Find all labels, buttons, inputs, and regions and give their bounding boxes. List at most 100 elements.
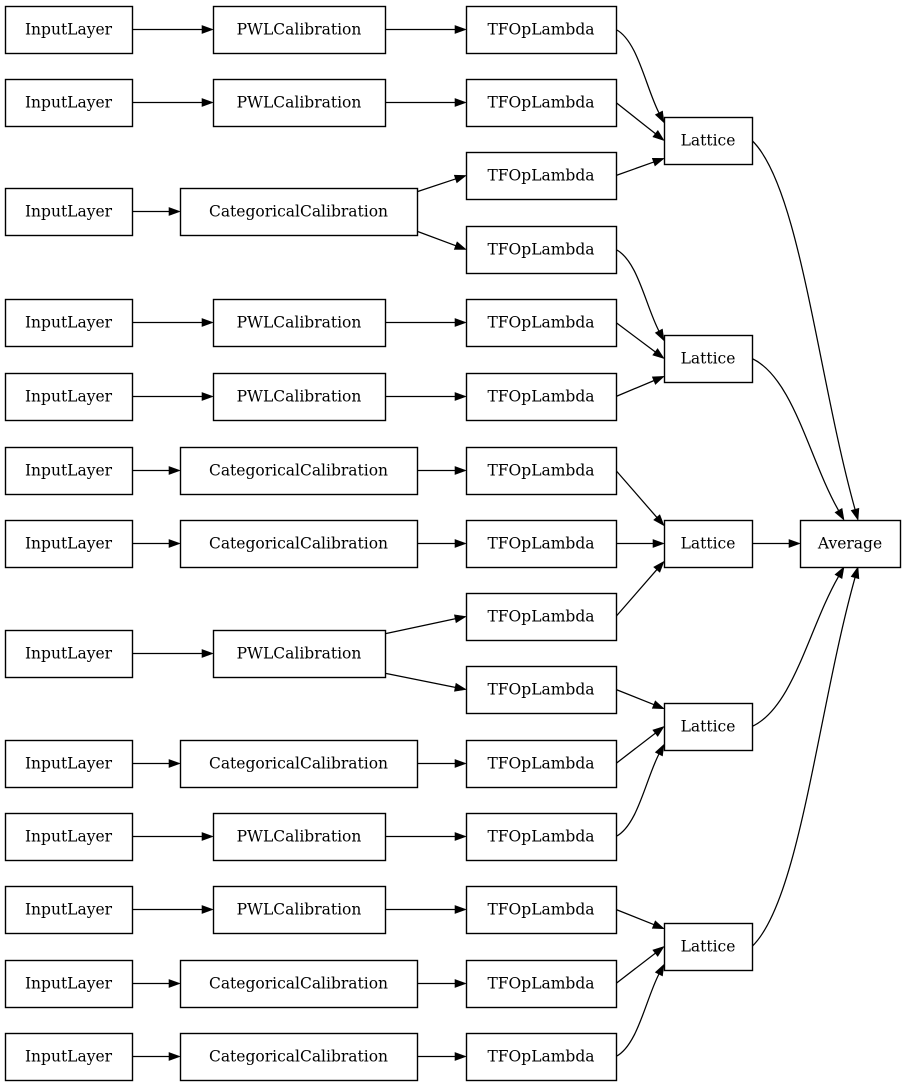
arrowhead-icon [453, 241, 467, 250]
arrowhead-icon [454, 539, 467, 548]
edge-line [615, 470, 658, 518]
node-lam4[interactable]: TFOpLambda [465, 225, 618, 275]
node-in7[interactable]: InputLayer [4, 519, 134, 569]
node-label: Lattice [681, 718, 736, 736]
node-box [465, 739, 618, 789]
node-cal10[interactable]: PWLCalibration [212, 812, 387, 862]
node-in1[interactable]: InputLayer [4, 5, 134, 55]
node-label: InputLayer [25, 314, 113, 332]
edge-line [615, 569, 658, 617]
node-box [4, 187, 134, 237]
node-cal12[interactable]: CategoricalCalibration [179, 959, 419, 1009]
node-box [4, 298, 134, 348]
node-lam14[interactable]: TFOpLambda [465, 959, 618, 1009]
arrowhead-icon [168, 207, 181, 216]
node-in9[interactable]: InputLayer [4, 739, 134, 789]
node-label: TFOpLambda [487, 901, 594, 919]
node-lam13[interactable]: TFOpLambda [465, 885, 618, 935]
arrowhead-icon [454, 392, 467, 401]
node-box [179, 187, 419, 237]
node-box [465, 225, 618, 275]
node-lam10[interactable]: TFOpLambda [465, 665, 618, 715]
node-lam15[interactable]: TFOpLambda [465, 1032, 618, 1082]
node-in2[interactable]: InputLayer [4, 78, 134, 128]
node-cal2[interactable]: PWLCalibration [212, 78, 387, 128]
arrowhead-icon [652, 945, 665, 957]
node-in4[interactable]: InputLayer [4, 298, 134, 348]
node-cal13[interactable]: CategoricalCalibration [179, 1032, 419, 1082]
node-box [465, 959, 618, 1009]
node-box [212, 5, 387, 55]
node-label: TFOpLambda [487, 462, 594, 480]
node-label: CategoricalCalibration [209, 1048, 388, 1066]
arrowhead-icon [168, 979, 181, 988]
node-in12[interactable]: InputLayer [4, 959, 134, 1009]
node-box [4, 812, 134, 862]
node-box [212, 372, 387, 422]
node-lam8[interactable]: TFOpLambda [465, 519, 618, 569]
arrowhead-icon [654, 963, 665, 977]
node-lam7[interactable]: TFOpLambda [465, 446, 618, 496]
node-cal11[interactable]: PWLCalibration [212, 885, 387, 935]
arrowhead-icon [201, 905, 214, 914]
arrowhead-icon [652, 348, 665, 360]
node-layer: InputLayerInputLayerInputLayerInputLayer… [4, 5, 902, 1082]
edge-line [751, 577, 856, 947]
node-lat5[interactable]: Lattice [663, 922, 754, 972]
node-label: TFOpLambda [487, 241, 594, 259]
node-in3[interactable]: InputLayer [4, 187, 134, 237]
node-label: InputLayer [25, 21, 113, 39]
node-lam12[interactable]: TFOpLambda [465, 812, 618, 862]
node-cal8[interactable]: PWLCalibration [212, 629, 387, 679]
edge-line [615, 753, 660, 838]
node-lat3[interactable]: Lattice [663, 519, 754, 569]
node-lam9[interactable]: TFOpLambda [465, 592, 618, 642]
node-cal4[interactable]: PWLCalibration [212, 298, 387, 348]
arrowhead-icon [651, 920, 665, 929]
node-label: InputLayer [25, 388, 113, 406]
node-cal9[interactable]: CategoricalCalibration [179, 739, 419, 789]
node-lam11[interactable]: TFOpLambda [465, 739, 618, 789]
node-lam2[interactable]: TFOpLambda [465, 78, 618, 128]
node-cal6[interactable]: CategoricalCalibration [179, 446, 419, 496]
node-lam6[interactable]: TFOpLambda [465, 372, 618, 422]
arrowhead-icon [454, 466, 467, 475]
node-in8[interactable]: InputLayer [4, 629, 134, 679]
node-label: TFOpLambda [487, 828, 594, 846]
arrowhead-icon [454, 614, 467, 624]
node-avg[interactable]: Average [799, 519, 902, 569]
node-cal5[interactable]: PWLCalibration [212, 372, 387, 422]
edge-line [416, 178, 456, 193]
edge-line [615, 102, 656, 135]
node-lam3[interactable]: TFOpLambda [465, 151, 618, 201]
node-in10[interactable]: InputLayer [4, 812, 134, 862]
arrowhead-icon [652, 725, 665, 737]
arrowhead-icon [201, 649, 214, 658]
edge-line [751, 357, 840, 511]
node-lat2[interactable]: Lattice [663, 334, 754, 384]
node-lam5[interactable]: TFOpLambda [465, 298, 618, 348]
edge-line [384, 672, 456, 688]
arrowhead-icon [201, 25, 214, 34]
node-cal7[interactable]: CategoricalCalibration [179, 519, 419, 569]
arrowhead-icon [454, 682, 467, 692]
node-cal1[interactable]: PWLCalibration [212, 5, 387, 55]
arrowhead-icon [651, 376, 665, 385]
node-in6[interactable]: InputLayer [4, 446, 134, 496]
node-cal3[interactable]: CategoricalCalibration [179, 187, 419, 237]
arrowhead-icon [454, 979, 467, 988]
node-label: PWLCalibration [237, 388, 362, 406]
node-lam1[interactable]: TFOpLambda [465, 5, 618, 55]
node-label: PWLCalibration [237, 94, 362, 112]
node-lat1[interactable]: Lattice [663, 116, 754, 166]
node-in13[interactable]: InputLayer [4, 1032, 134, 1082]
node-lat4[interactable]: Lattice [663, 702, 754, 752]
arrowhead-icon [201, 832, 214, 841]
node-box [663, 702, 754, 752]
node-label: TFOpLambda [487, 21, 594, 39]
node-label: Lattice [681, 350, 736, 368]
node-in5[interactable]: InputLayer [4, 372, 134, 422]
node-in11[interactable]: InputLayer [4, 885, 134, 935]
node-box [4, 885, 134, 935]
